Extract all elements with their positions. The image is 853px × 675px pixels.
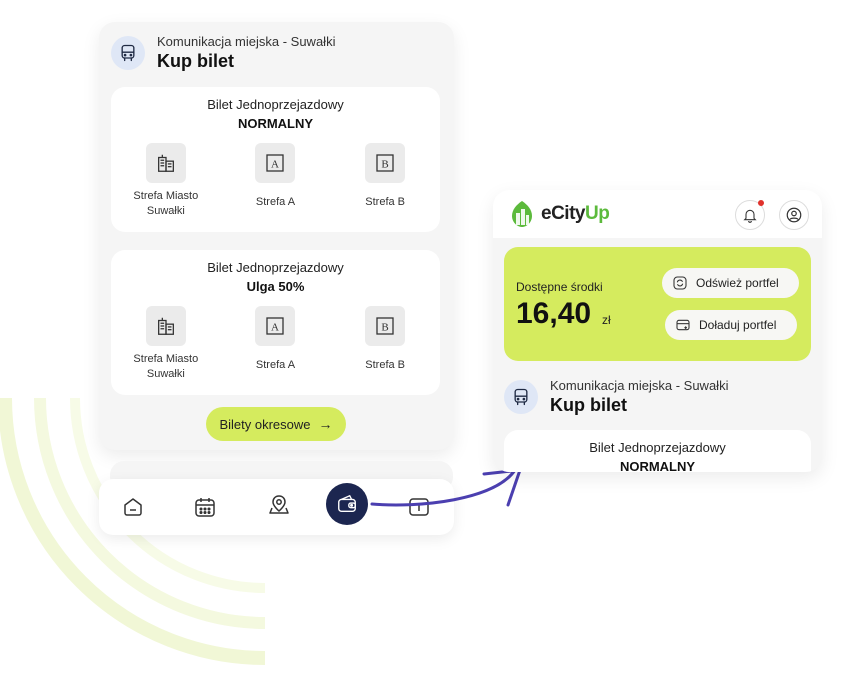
map-pin-icon[interactable] bbox=[267, 493, 291, 517]
zone-option-city[interactable]: Strefa Miasto Suwałki bbox=[116, 306, 216, 382]
zone-label: Strefa B bbox=[365, 359, 406, 371]
menu-icon[interactable] bbox=[407, 495, 431, 519]
periodic-tickets-button[interactable]: Bilety okresowe → bbox=[206, 407, 346, 441]
zone-label: Strefa Miasto Suwałki bbox=[133, 353, 199, 380]
bottom-navigation bbox=[99, 479, 454, 535]
zone-label: Strefa A bbox=[255, 196, 296, 208]
brand-name: eCityUp bbox=[541, 203, 610, 224]
zone-label: Strefa A bbox=[255, 359, 296, 371]
ticket-card-normal: Bilet Jednoprzejazdowy NORMALNY bbox=[504, 430, 811, 472]
bus-icon bbox=[111, 36, 145, 70]
svg-text:A: A bbox=[272, 159, 280, 171]
city-buildings-icon bbox=[145, 143, 186, 183]
periodic-tickets-label: Bilety okresowe bbox=[219, 416, 311, 432]
zone-a-icon: A bbox=[255, 306, 296, 346]
ticket-name: Bilet Jednoprzejazdowy bbox=[589, 440, 726, 455]
top-bar: eCityUp bbox=[493, 190, 822, 238]
zone-option-city[interactable]: Strefa Miasto Suwałki bbox=[116, 143, 216, 219]
zone-b-icon: B bbox=[365, 306, 406, 346]
zone-label: Strefa Miasto Suwałki bbox=[133, 190, 199, 217]
wallet-icon[interactable] bbox=[326, 483, 368, 525]
ticket-card-normal: Bilet Jednoprzejazdowy NORMALNY Strefa M… bbox=[111, 87, 440, 232]
zone-option-b[interactable]: B Strefa B bbox=[335, 306, 435, 382]
refresh-wallet-button[interactable]: Odśwież portfel bbox=[662, 268, 799, 298]
zone-a-icon: A bbox=[255, 143, 296, 183]
currency-label: zł bbox=[602, 313, 611, 327]
notifications-button[interactable] bbox=[735, 200, 765, 230]
top-up-wallet-button[interactable]: Doładuj portfel bbox=[665, 310, 797, 340]
zone-b-icon: B bbox=[365, 143, 406, 183]
ticket-card-discount: Bilet Jednoprzejazdowy Ulga 50% Strefa M… bbox=[111, 250, 440, 395]
city-buildings-icon bbox=[145, 306, 186, 346]
bus-icon bbox=[504, 380, 538, 414]
zone-option-b[interactable]: B Strefa B bbox=[335, 143, 435, 219]
ecityup-logo-icon bbox=[512, 201, 532, 227]
svg-text:B: B bbox=[381, 322, 388, 334]
operator-name: Komunikacja miejska - Suwałki bbox=[550, 378, 729, 393]
zone-label: Strefa B bbox=[365, 196, 406, 208]
arrow-right-icon: → bbox=[318, 416, 333, 432]
user-icon bbox=[786, 207, 802, 223]
page-title: Kup bilet bbox=[550, 395, 627, 415]
wallet-panel: Dostępne środki 16,40 zł Odśwież portfel… bbox=[504, 247, 811, 361]
notification-dot bbox=[758, 200, 764, 206]
card-top-up-icon bbox=[676, 319, 690, 331]
ticket-variant: Ulga 50% bbox=[246, 279, 305, 294]
page-title: Kup bilet bbox=[157, 51, 234, 71]
operator-name: Komunikacja miejska - Suwałki bbox=[157, 34, 336, 49]
refresh-icon bbox=[673, 276, 687, 290]
ticket-variant: NORMALNY bbox=[237, 116, 314, 131]
refresh-wallet-label: Odśwież portfel bbox=[696, 276, 779, 290]
available-funds-label: Dostępne środki bbox=[516, 280, 603, 294]
svg-text:A: A bbox=[272, 322, 280, 334]
zone-option-a[interactable]: A Strefa A bbox=[225, 306, 325, 382]
ticket-name: Bilet Jednoprzejazdowy bbox=[207, 260, 344, 275]
right-phone-screen: eCityUp Dostępne środki 16,40 zł bbox=[493, 190, 822, 472]
calendar-icon[interactable] bbox=[193, 495, 217, 519]
profile-button[interactable] bbox=[779, 200, 809, 230]
buy-ticket-header: Komunikacja miejska - Suwałki Kup bilet bbox=[504, 378, 728, 416]
buy-ticket-header: Komunikacja miejska - Suwałki Kup bilet bbox=[111, 34, 335, 72]
wallet-balance: 16,40 bbox=[516, 297, 592, 330]
bell-icon bbox=[743, 209, 757, 223]
app-logo: eCityUp bbox=[509, 200, 610, 228]
ticket-name: Bilet Jednoprzejazdowy bbox=[207, 97, 344, 112]
left-phone-screen: Komunikacja miejska - Suwałki Kup bilet … bbox=[99, 22, 454, 450]
top-up-wallet-label: Doładuj portfel bbox=[699, 318, 777, 332]
svg-text:B: B bbox=[381, 159, 388, 171]
zone-option-a[interactable]: A Strefa A bbox=[225, 143, 325, 219]
home-icon[interactable] bbox=[121, 495, 145, 519]
ticket-variant: NORMALNY bbox=[619, 459, 696, 472]
